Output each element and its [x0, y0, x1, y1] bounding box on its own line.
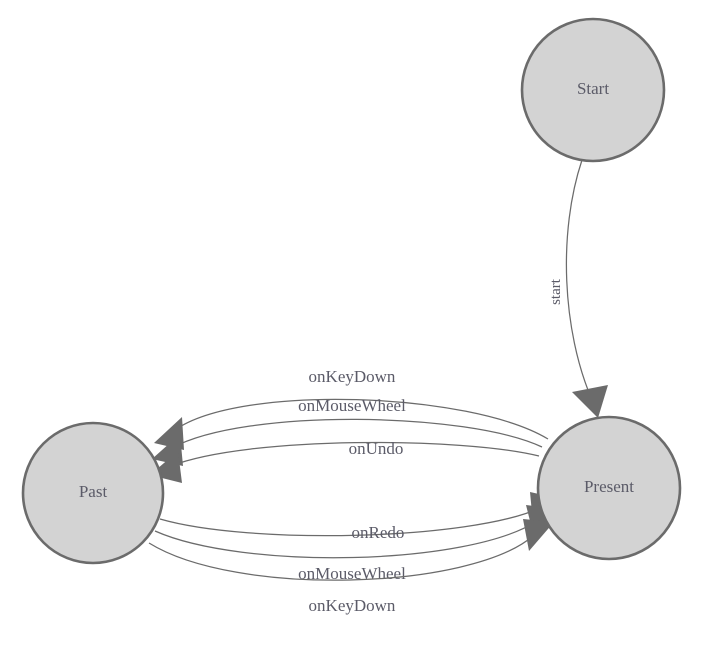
node-start[interactable]: Start — [520, 17, 666, 163]
node-past-label: Past — [79, 482, 108, 501]
edge-start-label: start — [548, 278, 564, 305]
edge-onundo-present-to-past[interactable]: onUndo — [150, 439, 540, 483]
node-past-circle — [21, 421, 165, 565]
edge-onmousewheel-present-to-past-label: onMouseWheel — [298, 396, 406, 415]
edge-onredo-past-to-present-label: onRedo — [352, 523, 405, 542]
edge-onkeydown-present-to-past-path — [174, 398, 549, 440]
node-present-circle — [536, 415, 682, 561]
edge-onmousewheel-past-to-present-path — [154, 520, 538, 559]
edge-onkeydown-past-to-present[interactable]: onKeyDown — [148, 519, 554, 615]
edge-onmousewheel-present-to-past-path — [171, 418, 543, 449]
edge-onredo-past-to-present[interactable]: onRedo — [159, 492, 561, 542]
edge-start-arrowhead — [572, 385, 608, 418]
node-present-label: Present — [584, 477, 634, 496]
edge-onkeydown-present-to-past-label: onKeyDown — [309, 367, 396, 386]
node-present[interactable]: Present — [536, 415, 682, 561]
node-start-label: Start — [577, 79, 609, 98]
edge-onkeydown-past-to-present-label: onKeyDown — [309, 596, 396, 615]
edge-onkeydown-past-to-present-arrowhead — [523, 519, 554, 551]
node-start-circle — [520, 17, 666, 163]
node-past[interactable]: Past — [21, 421, 165, 565]
edge-onmousewheel-past-to-present[interactable]: onMouseWheel — [154, 505, 558, 583]
edge-onundo-present-to-past-label: onUndo — [349, 439, 404, 458]
edge-onkeydown-past-to-present-path — [148, 535, 534, 581]
edge-onredo-past-to-present-path — [159, 507, 541, 537]
edge-start-path — [565, 159, 593, 401]
edge-start[interactable]: start — [548, 159, 608, 418]
edge-onundo-present-to-past-path — [170, 441, 540, 467]
